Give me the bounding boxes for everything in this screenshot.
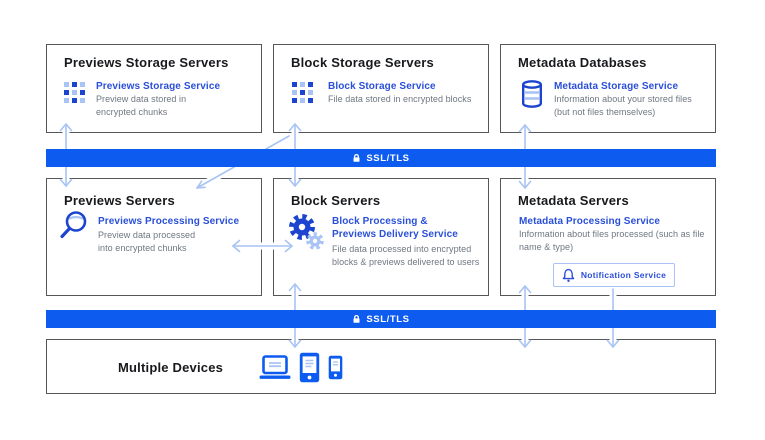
- box-title: Previews Storage Servers: [64, 55, 229, 70]
- arrow-previews-servers-block-servers: [232, 239, 293, 253]
- ssl-tls-label: SSL/TLS: [366, 313, 410, 325]
- ssl-tls-bar-upper: SSL/TLS: [46, 149, 716, 167]
- ssl-tls-bar-lower: SSL/TLS: [46, 310, 716, 328]
- previews-servers-box: Previews Servers Previews Processing Ser…: [46, 178, 262, 296]
- lock-icon: [353, 153, 360, 162]
- devices-title: Multiple Devices: [118, 360, 224, 375]
- block-servers-box: Block Servers Block Processing & Preview…: [273, 178, 489, 296]
- box-title: Block Servers: [291, 193, 381, 208]
- phone-icon: [328, 355, 343, 380]
- notification-service-label: Notification Service: [580, 270, 667, 280]
- device-icons-group: [259, 340, 343, 395]
- service-description: Preview data processed into encrypted ch…: [98, 230, 196, 253]
- box-title: Metadata Databases: [518, 55, 647, 70]
- box-title: Previews Servers: [64, 193, 175, 208]
- service-name: Metadata Processing Service: [519, 216, 661, 227]
- laptop-icon: [259, 354, 291, 379]
- grid-squares-icon: [64, 82, 85, 103]
- database-icon: [521, 80, 543, 108]
- box-title: Block Storage Servers: [291, 55, 434, 70]
- block-storage-servers-box: Block Storage Servers Block Storage Serv…: [273, 44, 489, 133]
- service-description: Information about files processed (such …: [519, 229, 705, 252]
- grid-squares-icon: [292, 82, 313, 103]
- bell-icon: [562, 268, 575, 282]
- service-name: Block Processing & Previews Delivery Ser…: [332, 216, 458, 240]
- service-name: Block Storage Service: [328, 81, 436, 92]
- previews-storage-servers-box: Previews Storage Servers Previews Storag…: [46, 44, 262, 133]
- metadata-servers-box: Metadata Servers Metadata Processing Ser…: [500, 178, 716, 296]
- service-name: Previews Storage Service: [96, 81, 221, 92]
- metadata-databases-box: Metadata Databases Metadata Storage Serv…: [500, 44, 716, 133]
- lock-icon: [353, 314, 360, 323]
- service-name: Metadata Storage Service: [554, 81, 679, 92]
- box-title: Metadata Servers: [518, 193, 629, 208]
- service-name: Previews Processing Service: [98, 216, 240, 227]
- service-description: Information about your stored files (but…: [554, 94, 692, 117]
- ssl-tls-label: SSL/TLS: [366, 152, 410, 164]
- service-description: File data processed into encrypted block…: [332, 244, 480, 267]
- gears-icon: [289, 214, 324, 250]
- notification-service-chip: Notification Service: [553, 263, 675, 287]
- multiple-devices-box: Multiple Devices: [46, 339, 716, 394]
- service-description: File data stored in encrypted blocks: [328, 94, 472, 104]
- tablet-icon: [299, 352, 320, 383]
- service-description: Preview data stored in encrypted chunks: [96, 94, 187, 117]
- magnifier-icon: [60, 211, 87, 239]
